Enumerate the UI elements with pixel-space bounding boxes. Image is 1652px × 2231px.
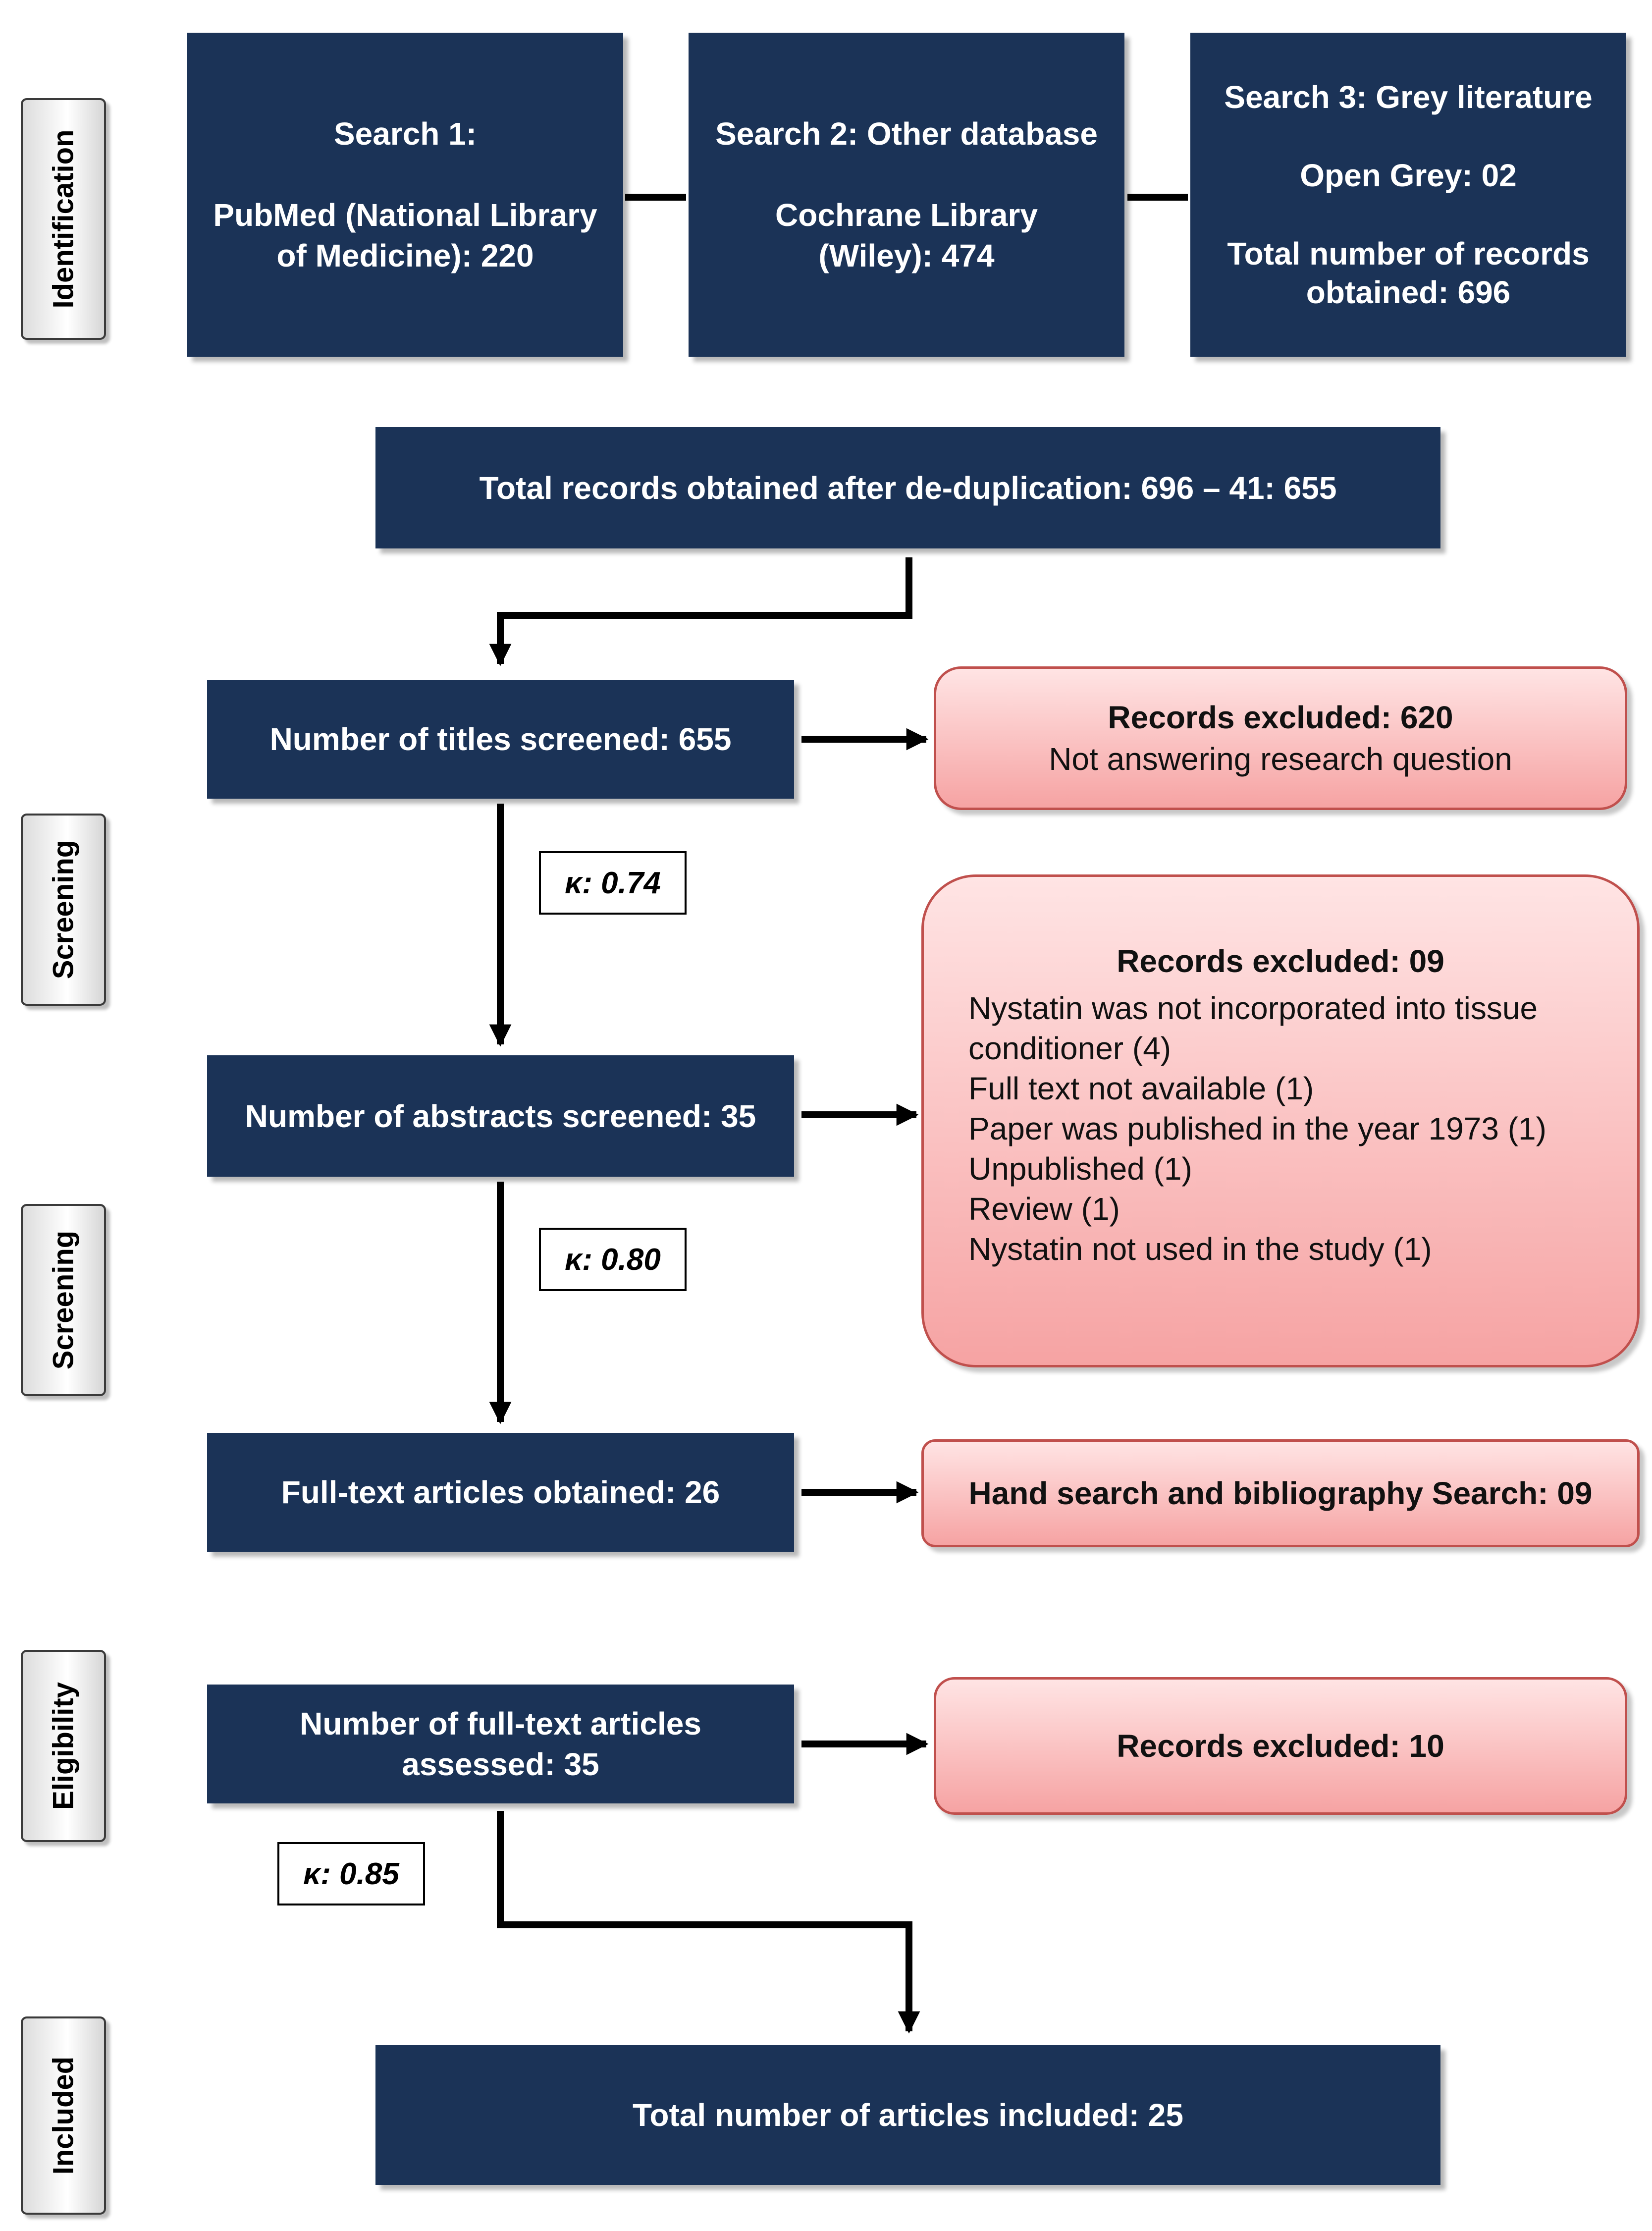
excluded-titles-box: Records excluded: 620 Not answering rese…: [934, 666, 1627, 810]
search-1-line2: of Medicine): 220: [276, 238, 534, 273]
excluded-fulltext-text: Records excluded: 10: [1117, 1728, 1444, 1764]
abstracts-screened-text: Number of abstracts screened: 35: [245, 1098, 756, 1134]
stage-identification: Identification: [21, 98, 106, 340]
stage-screening-2-label: Screening: [47, 1230, 80, 1370]
search-3-title: Search 3: Grey literature: [1224, 79, 1593, 115]
search-3-line3: obtained: 696: [1306, 274, 1511, 310]
exclusion-reason: Nystatin was not incorporated into tissu…: [968, 990, 1538, 1026]
included-total-text: Total number of articles included: 25: [633, 2097, 1183, 2133]
fulltext-assessed-line1: Number of full-text articles: [300, 1706, 701, 1741]
kappa-fulltext-text: κ: 0.85: [303, 1856, 399, 1891]
exclusion-reason: conditioner (4): [968, 1031, 1172, 1066]
fulltext-obtained-text: Full-text articles obtained: 26: [281, 1474, 720, 1510]
kappa-abstracts-text: κ: 0.80: [565, 1242, 661, 1277]
search-3-box: Search 3: Grey literature Open Grey: 02 …: [1190, 33, 1626, 357]
stage-eligibility-label: Eligibility: [47, 1682, 80, 1810]
exclusion-reason: Review (1): [968, 1191, 1120, 1227]
abstracts-screened-box: Number of abstracts screened: 35: [207, 1055, 794, 1177]
titles-screened-box: Number of titles screened: 655: [207, 680, 794, 799]
excluded-titles-heading: Records excluded: 620: [1108, 700, 1453, 735]
exclusion-reason: Full text not available (1): [968, 1071, 1314, 1106]
kappa-titles-box: κ: 0.74: [539, 851, 687, 915]
dedup-box: Total records obtained after de-duplicat…: [375, 427, 1440, 548]
exclusion-reason: Paper was published in the year 1973 (1): [968, 1111, 1546, 1146]
exclusion-reason: Nystatin not used in the study (1): [968, 1231, 1432, 1267]
hand-search-box: Hand search and bibliography Search: 09: [921, 1439, 1640, 1547]
search-1-title: Search 1:: [333, 116, 477, 152]
fulltext-obtained-box: Full-text articles obtained: 26: [207, 1433, 794, 1552]
stage-included: Included: [21, 2016, 106, 2215]
excluded-titles-reason: Not answering research question: [1049, 741, 1512, 777]
stage-identification-label: Identification: [47, 129, 80, 309]
search-2-line2: (Wiley): 474: [818, 238, 995, 273]
search-1-line1: PubMed (National Library: [213, 197, 597, 233]
excluded-abstracts-heading: Records excluded: 09: [1117, 943, 1444, 979]
stage-screening-1-label: Screening: [47, 840, 80, 979]
fulltext-assessed-line2: assessed: 35: [402, 1746, 599, 1782]
search-2-box: Search 2: Other database Cochrane Librar…: [689, 33, 1124, 357]
included-total-box: Total number of articles included: 25: [375, 2045, 1440, 2185]
kappa-titles-text: κ: 0.74: [565, 866, 661, 900]
search-3-line2: Total number of records: [1227, 236, 1590, 272]
search-1-box: Search 1: PubMed (National Library of Me…: [187, 33, 623, 357]
stage-screening-1: Screening: [21, 814, 106, 1006]
fulltext-assessed-box: Number of full-text articles assessed: 3…: [207, 1685, 794, 1803]
excluded-fulltext-box: Records excluded: 10: [934, 1677, 1627, 1815]
search-2-line1: Cochrane Library: [775, 197, 1038, 233]
arrow-dedup-to-titles: [489, 557, 912, 666]
hand-search-text: Hand search and bibliography Search: 09: [968, 1475, 1593, 1511]
search-3-line1: Open Grey: 02: [1300, 158, 1517, 193]
stage-eligibility: Eligibility: [21, 1650, 106, 1842]
stage-screening-2: Screening: [21, 1204, 106, 1396]
arrow-assessed-to-included: [497, 1811, 920, 2034]
titles-screened-text: Number of titles screened: 655: [269, 721, 732, 757]
search-2-title: Search 2: Other database: [715, 116, 1098, 152]
dedup-text: Total records obtained after de-duplicat…: [479, 470, 1337, 506]
exclusion-reason: Unpublished (1): [968, 1151, 1192, 1187]
kappa-fulltext-box: κ: 0.85: [277, 1842, 425, 1905]
excluded-abstracts-box: Records excluded: 09 Nystatin was not in…: [921, 874, 1640, 1367]
kappa-abstracts-box: κ: 0.80: [539, 1228, 687, 1291]
stage-included-label: Included: [47, 2056, 80, 2175]
